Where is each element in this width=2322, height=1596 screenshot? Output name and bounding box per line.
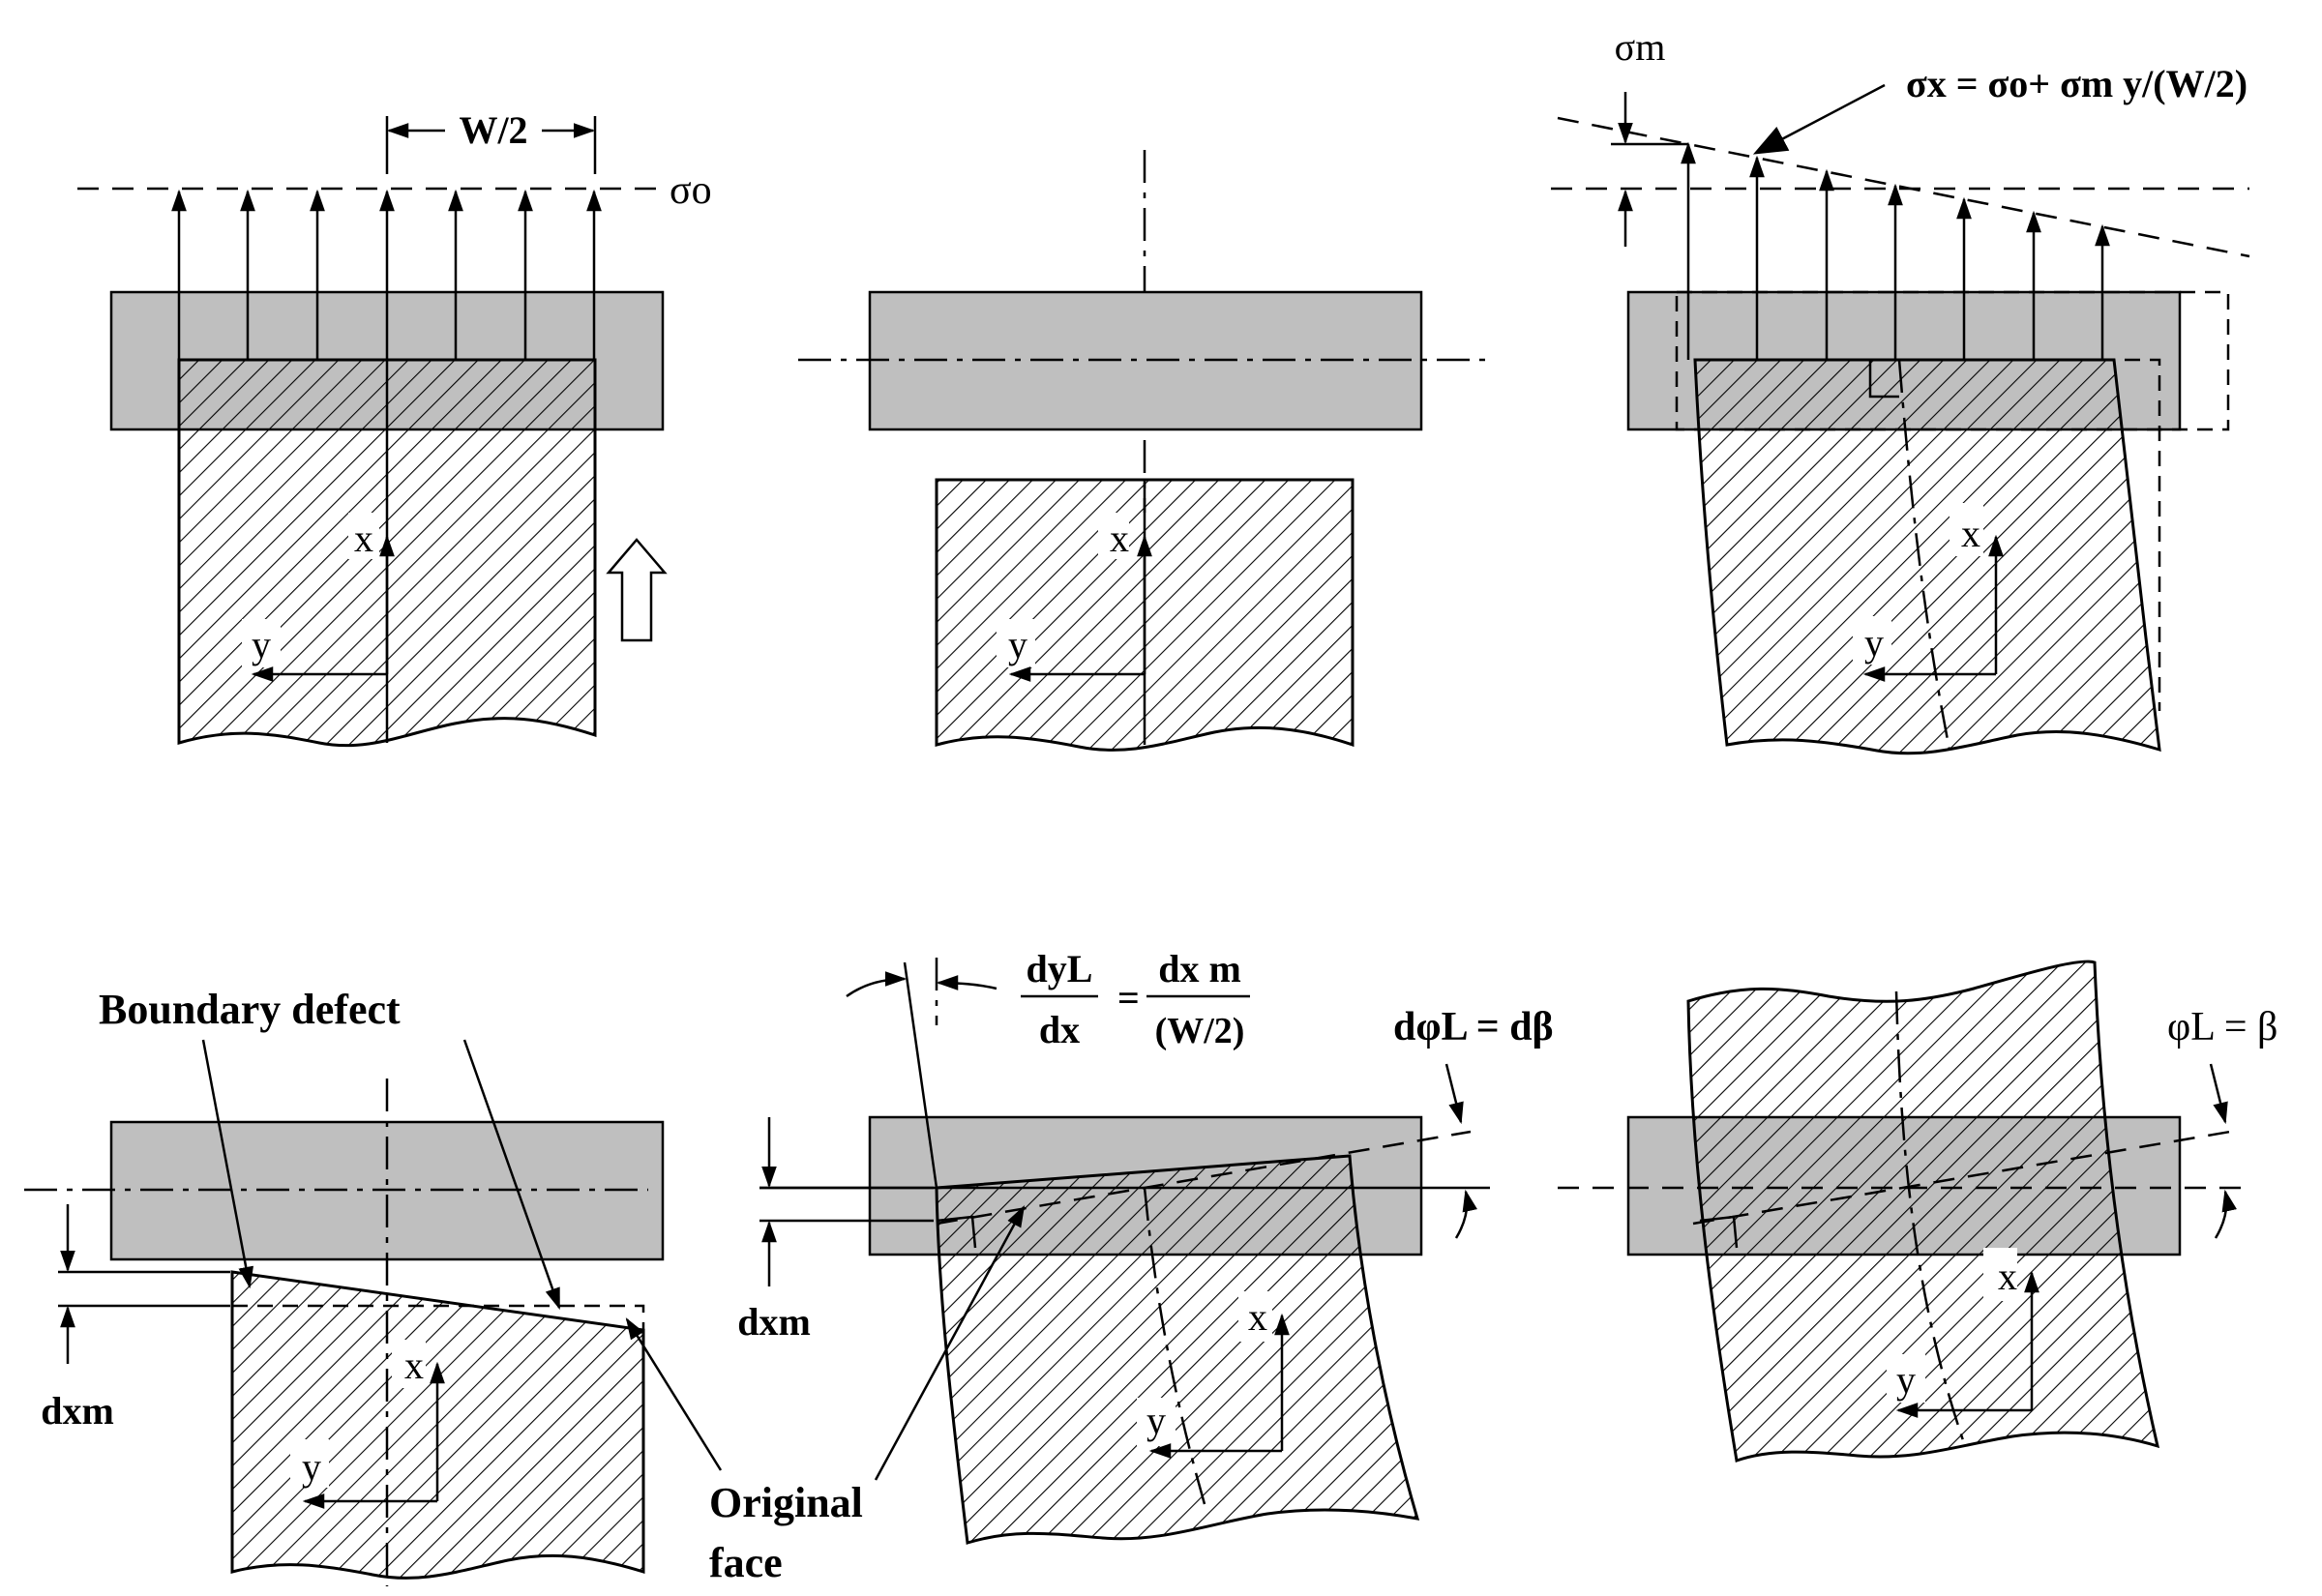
y-label: y bbox=[302, 1445, 321, 1489]
tilted-reference-line bbox=[1692, 1130, 2231, 1226]
stress-arrows bbox=[171, 189, 602, 360]
original-face-label-1: Original bbox=[709, 1479, 863, 1526]
panel-linear-stress: σm σx = σo+ σm y/(W/2) x y bbox=[1551, 25, 2250, 755]
crystal-body-tilted bbox=[935, 1154, 1420, 1545]
panel-reference: x y bbox=[798, 150, 1490, 752]
phi-leader bbox=[2209, 1063, 2228, 1125]
lattice-plane bbox=[1897, 359, 1951, 751]
y-label: y bbox=[252, 623, 271, 666]
angle-arrow-right bbox=[936, 975, 997, 990]
slope-leader bbox=[874, 1205, 1026, 1481]
stress-gradient-line bbox=[1557, 116, 2250, 258]
boundary-defect-label: Boundary defect bbox=[99, 986, 401, 1033]
crystal-body-tilted bbox=[1686, 960, 2160, 1463]
x-label: x bbox=[1961, 512, 1980, 555]
x-label: x bbox=[404, 1344, 424, 1387]
dphi-leader bbox=[1444, 1063, 1464, 1125]
angle-arrow-left bbox=[846, 971, 908, 998]
dxm-label: dxm bbox=[41, 1389, 114, 1433]
panel-boundary-defect: dxm Boundary defect Original face x y bbox=[24, 986, 863, 1586]
x-label: x bbox=[1110, 517, 1129, 560]
panel-tilt-increment: dyL dx = dx m (W/2) dφL = dβ dxm x y bbox=[737, 947, 1554, 1545]
dphi-arc bbox=[1454, 1189, 1477, 1239]
crystal-body-bent bbox=[1693, 358, 2161, 755]
sigma-x-formula: σx = σo+ σm y/(W/2) bbox=[1906, 62, 2248, 105]
lattice-plane bbox=[1894, 990, 1966, 1444]
x-label: x bbox=[1998, 1255, 2017, 1298]
original-face-leader bbox=[625, 1317, 723, 1471]
panel-uniform-stress: σo W/2 x y bbox=[77, 108, 712, 748]
y-label: y bbox=[1008, 623, 1027, 666]
stress-arrows bbox=[1681, 141, 2110, 360]
boundary-defect-leader-right bbox=[462, 1039, 561, 1311]
slope-eq-dx: dx bbox=[1039, 1008, 1080, 1051]
original-face-label-2: face bbox=[709, 1539, 783, 1586]
lattice-plane bbox=[1143, 1187, 1206, 1505]
sigma-o-label: σo bbox=[670, 168, 712, 213]
dphi-label: dφL = dβ bbox=[1393, 1005, 1554, 1049]
y-label: y bbox=[1146, 1399, 1166, 1442]
panel-total-tilt: φL = β x y bbox=[1558, 960, 2277, 1463]
original-body-outline bbox=[2099, 358, 2161, 711]
phi-arc bbox=[2214, 1189, 2237, 1239]
right-angle-mark bbox=[1868, 360, 1899, 399]
right-angle-mark bbox=[936, 1215, 977, 1249]
original-face-line bbox=[903, 961, 938, 1189]
boundary-defect-leader-left bbox=[201, 1039, 253, 1289]
w-half-label: W/2 bbox=[459, 108, 527, 152]
motion-up-arrow bbox=[606, 538, 668, 642]
right-angle-mark bbox=[1699, 1215, 1739, 1249]
slope-eq-dxm: dx m bbox=[1158, 947, 1241, 990]
dxm-label: dxm bbox=[737, 1300, 811, 1344]
y-label: y bbox=[1896, 1358, 1916, 1402]
sigma-m-label: σm bbox=[1615, 25, 1666, 69]
y-label: y bbox=[1864, 621, 1884, 665]
tilted-reference-line bbox=[936, 1130, 1472, 1226]
phi-label: φL = β bbox=[2167, 1005, 2277, 1049]
slope-eq-equals: = bbox=[1117, 976, 1140, 1020]
slope-eq-w2: (W/2) bbox=[1155, 1011, 1245, 1051]
formula-leader bbox=[1752, 83, 1886, 155]
x-label: x bbox=[1248, 1295, 1267, 1339]
x-label: x bbox=[354, 517, 373, 560]
slope-eq-dyL: dyL bbox=[1027, 947, 1093, 990]
